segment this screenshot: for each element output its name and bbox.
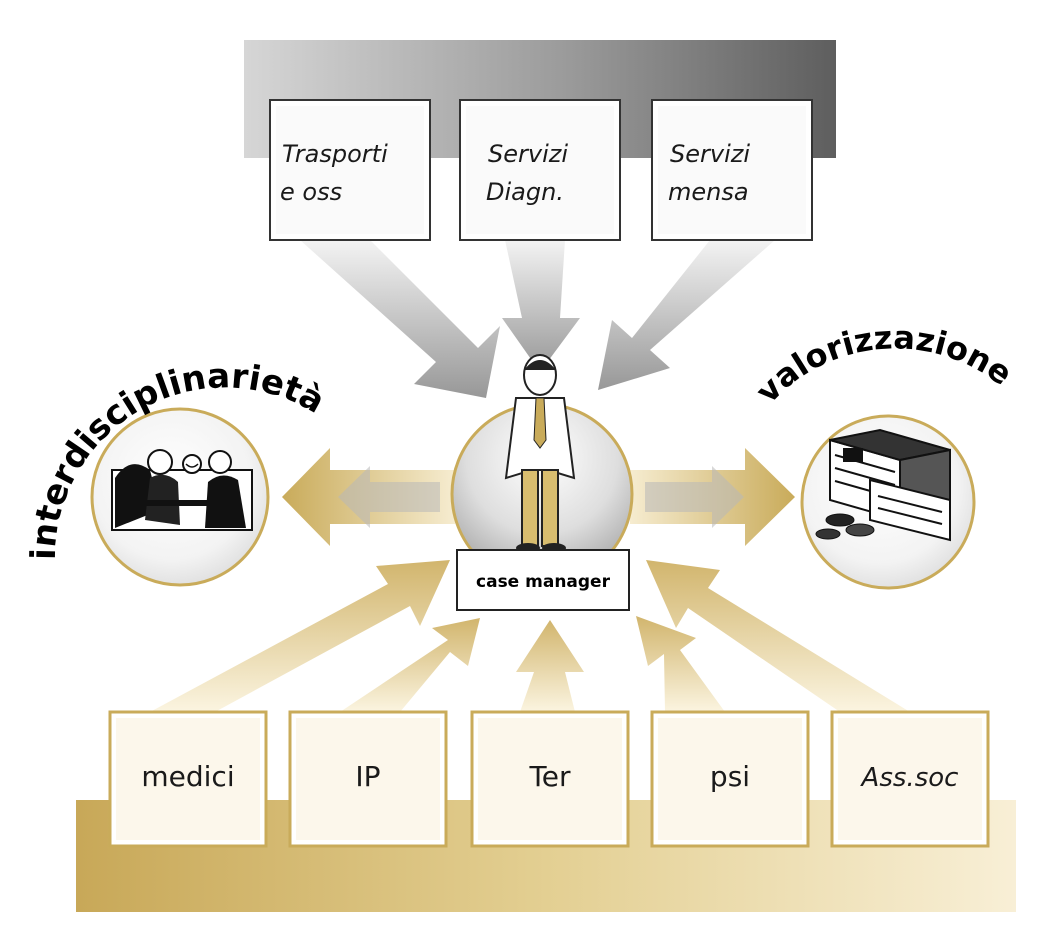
meeting-people-icon <box>111 449 253 531</box>
arrow-bottom-4 <box>636 616 725 712</box>
role-box-ter-label: Ter <box>528 760 571 793</box>
bottom-arrows <box>150 560 910 712</box>
top-service-boxes: Trasporti e oss Servizi Diagn. Servizi m… <box>269 99 813 241</box>
case-manager-label: case manager <box>476 572 611 592</box>
valorizzazione-text: valorizzazione <box>748 318 1019 410</box>
role-box-psi-label: psi <box>710 760 750 793</box>
arrow-bottom-3 <box>516 620 584 712</box>
service-box-mensa-line1: Servizi <box>670 140 750 168</box>
role-box-medici: medici <box>108 710 268 848</box>
case-manager-box <box>456 549 630 611</box>
top-arrows <box>300 240 775 398</box>
service-box-trasporti: Trasporti e oss <box>269 99 431 241</box>
arrow-bottom-1 <box>150 560 450 712</box>
arrow-bottom-5 <box>646 560 910 712</box>
service-box-diagn: Servizi Diagn. <box>459 99 621 241</box>
case-manager-person-icon <box>504 354 576 553</box>
role-box-asssoc: Ass.soc <box>830 710 990 848</box>
arrow-left-inner <box>338 466 440 528</box>
service-box-trasporti-line2: e oss <box>280 178 342 206</box>
role-box-ter: Ter <box>470 710 630 848</box>
arrow-bottom-2 <box>340 618 480 712</box>
service-box-diagn-line2: Diagn. <box>486 178 564 206</box>
valorizzazione-label: valorizzazione <box>748 318 1019 410</box>
role-box-psi: psi <box>650 710 810 848</box>
service-box-trasporti-line1: Trasporti <box>282 140 388 168</box>
arrow-top-center <box>502 240 580 372</box>
arrow-right-inner <box>645 466 744 528</box>
service-box-diagn-line1: Servizi <box>488 140 568 168</box>
money-stack-icon <box>815 428 951 542</box>
role-box-ip-label: IP <box>355 760 380 793</box>
left-arrows <box>282 448 455 546</box>
service-box-mensa: Servizi mensa <box>651 99 813 241</box>
role-box-medici-label: medici <box>141 760 234 793</box>
role-box-asssoc-label: Ass.soc <box>860 763 959 793</box>
arrow-top-left <box>300 240 500 398</box>
role-box-ip: IP <box>288 710 448 848</box>
bottom-role-boxes: medici IP Ter psi Ass.soc <box>108 710 990 848</box>
service-box-mensa-line2: mensa <box>668 178 749 206</box>
right-arrows <box>630 448 795 546</box>
arrow-top-right <box>598 240 775 390</box>
